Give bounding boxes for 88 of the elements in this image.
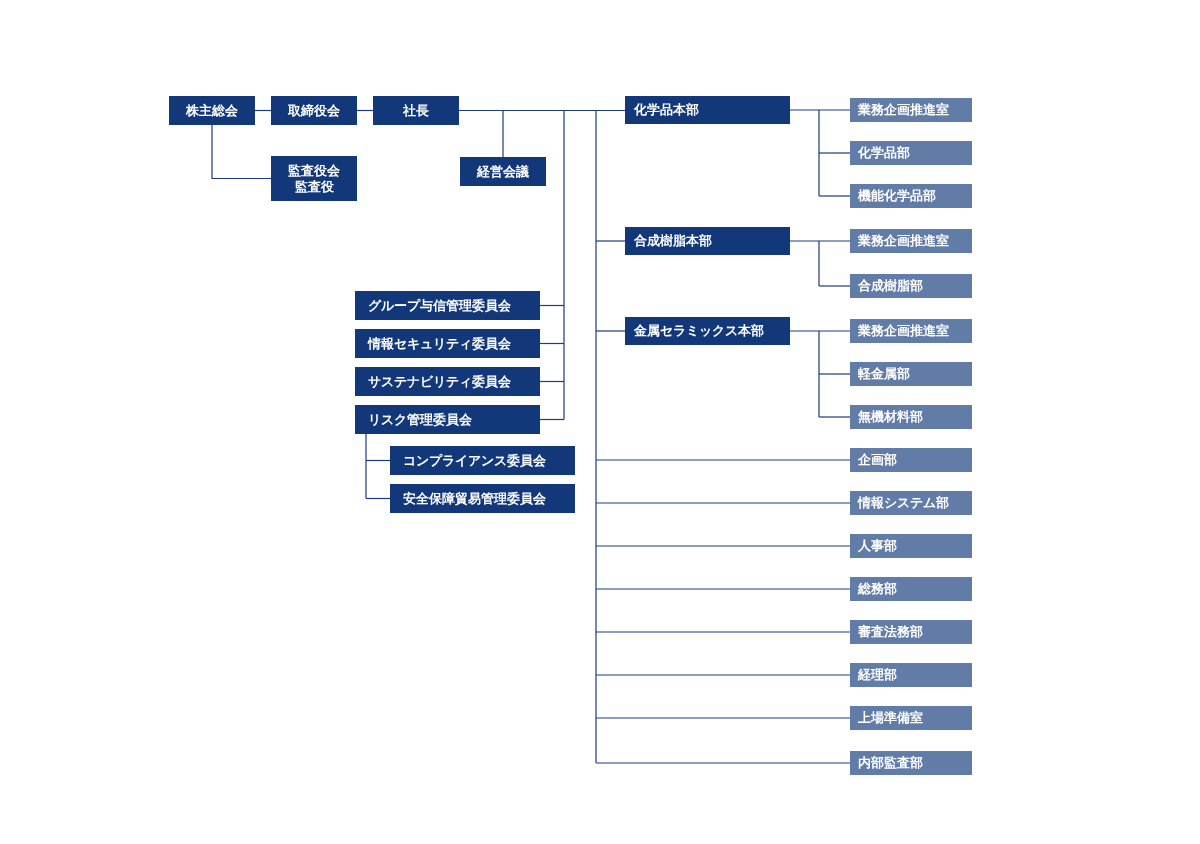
unit-name: 企画部	[858, 452, 897, 468]
department-box	[850, 362, 972, 386]
unit-name: 上場準備室	[858, 710, 923, 726]
connector-line	[539, 380, 565, 383]
unit-name: 審査法務部	[858, 624, 923, 640]
unit-name: コンプライアンス委員会	[403, 452, 546, 469]
unit-name: グループ与信管理委員会	[368, 297, 511, 314]
connector-line	[539, 418, 565, 421]
unit-name: 化学品本部	[634, 102, 699, 118]
unit-name: 業務企画推進室	[858, 233, 949, 249]
unit-name: リスク管理委員会	[368, 411, 472, 428]
unit-name: 取締役会	[288, 102, 340, 119]
department-box	[850, 663, 972, 687]
connector-line	[595, 545, 851, 547]
unit-name: 業務企画推進室	[858, 323, 949, 339]
connector-line	[818, 285, 851, 287]
connector-line	[595, 762, 851, 764]
department-box	[850, 98, 972, 122]
unit-name: 合成樹脂部	[858, 278, 923, 294]
department-box	[850, 319, 972, 343]
unit-name: 総務部	[858, 581, 897, 597]
department-box	[850, 751, 972, 775]
org-unit-box	[355, 329, 540, 358]
connector-line	[595, 631, 851, 633]
org-unit-box	[625, 96, 790, 124]
connector-line	[818, 416, 851, 418]
org-unit-box	[355, 405, 540, 434]
org-unit-box	[169, 96, 255, 125]
org-unit-box	[390, 484, 575, 513]
department-box	[850, 620, 972, 644]
unit-name: 経理部	[858, 667, 897, 683]
unit-name: 株主総会	[186, 102, 238, 119]
connector-line	[595, 502, 851, 504]
unit-name: 情報システム部	[858, 495, 949, 511]
connector-line	[595, 588, 851, 590]
connector-line	[365, 459, 391, 462]
org-unit-box	[355, 367, 540, 396]
connector-line	[458, 109, 626, 764]
department-box	[850, 184, 972, 208]
unit-name: 金属セラミックス本部	[634, 323, 764, 339]
org-unit-box	[355, 291, 540, 320]
unit-name: 内部監査部	[858, 755, 923, 771]
department-box	[850, 491, 972, 515]
unit-name: 社長	[403, 102, 429, 119]
department-box	[850, 577, 972, 601]
connector-line	[595, 240, 626, 242]
org-unit-box	[271, 96, 357, 125]
connector-line	[365, 497, 391, 500]
org-unit-box	[373, 96, 459, 125]
connector-line	[365, 433, 367, 500]
unit-name: 無機材料部	[858, 409, 923, 425]
department-box	[850, 405, 972, 429]
unit-name: 安全保障貿易管理委員会	[403, 490, 546, 507]
connector-line	[595, 330, 626, 332]
connector-line	[789, 330, 851, 418]
connector-line	[818, 373, 851, 375]
unit-name: 監査役	[294, 178, 334, 195]
department-box	[850, 141, 972, 165]
connector-line	[539, 342, 565, 345]
connector-line	[211, 124, 272, 180]
connector-line	[789, 109, 851, 197]
unit-name: 業務企画推進室	[858, 102, 949, 118]
unit-name: 合成樹脂本部	[634, 233, 712, 249]
org-unit-box	[271, 156, 357, 201]
department-box	[850, 534, 972, 558]
org-unit-box	[390, 446, 575, 475]
department-box	[850, 229, 972, 253]
unit-name: 化学品部	[858, 145, 910, 161]
org-unit-box	[625, 317, 790, 345]
connector-line	[539, 304, 565, 307]
org-unit-box	[625, 227, 790, 255]
connector-line	[595, 674, 851, 676]
unit-name: サステナビリティ委員会	[368, 373, 511, 390]
connector-line	[595, 459, 851, 461]
department-box	[850, 706, 972, 730]
connector-line	[789, 240, 851, 287]
unit-name: 人事部	[858, 538, 897, 554]
unit-name: 経営会議	[477, 163, 529, 180]
org-unit-box	[460, 157, 546, 186]
department-box	[850, 274, 972, 298]
unit-name: 軽金属部	[858, 366, 910, 382]
connector-line	[818, 195, 851, 197]
unit-name: 監査役会	[288, 162, 340, 179]
unit-name: 情報セキュリティ委員会	[368, 335, 511, 352]
unit-name: 機能化学品部	[858, 188, 936, 204]
connector-line	[595, 717, 851, 719]
department-box	[850, 448, 972, 472]
connector-line	[818, 152, 851, 154]
